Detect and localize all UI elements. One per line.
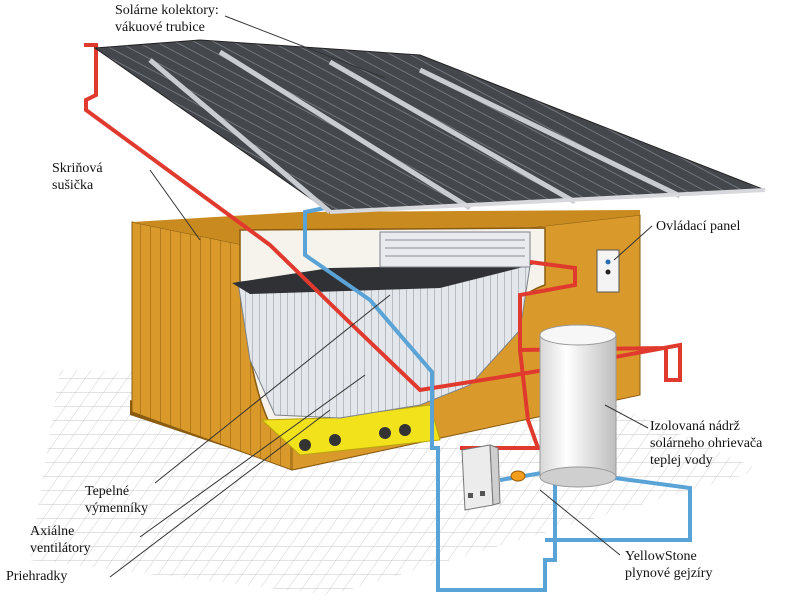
wheel [379,427,391,439]
label-line: Priehradky [6,569,68,584]
label-heat-exchangers: Tepelné výmenníky [85,483,148,517]
label-baffles: Priehradky [6,568,67,585]
label-line: YellowStone [625,549,697,564]
label-gas-heater: YellowStone plynové gejzíry [625,548,712,582]
wheel [299,439,311,451]
label-line: plynové gejzíry [625,566,713,581]
label-insulated-tank: Izolovaná nádrž solárneho ohrievača tepl… [650,418,762,469]
label-cabinet-dryer: Skriňová sušička [52,160,103,194]
solar-collector-array [93,39,766,213]
storage-tank [539,324,617,488]
collector-edge [329,188,766,214]
label-line: Axiálne [30,524,75,539]
label-line: teplej vody [650,453,713,468]
label-line: vákuové trubice [115,20,205,35]
label-line: solárneho ohrievača [650,436,763,451]
leader-lines [109,15,653,578]
label-line: Skriňová [52,161,103,176]
label-line: Izolovaná nádrž [650,419,740,434]
wheel [399,424,411,436]
collector-frames [148,49,682,214]
heat-exchanger-stack [379,231,531,268]
wheel [329,434,341,446]
label-axial-fans: Axiálne ventilátory [30,523,91,557]
gas-heater [461,444,526,511]
drying-racks [237,265,531,419]
label-line: Ovládací panel [656,219,741,234]
label-line: výmenníky [85,501,148,516]
dark-shelf [232,264,535,294]
label-solar-collectors: Solárne kolektory: vákuové trubice [115,2,219,36]
label-line: Solárne kolektory: [115,3,219,18]
label-line: Tepelné [85,484,130,499]
label-line: sušička [52,178,94,193]
label-control-panel: Ovládací panel [656,218,740,235]
cold-water-pipe [303,206,692,592]
label-line: ventilátory [30,541,91,556]
hot-water-pipe-2 [460,349,541,450]
